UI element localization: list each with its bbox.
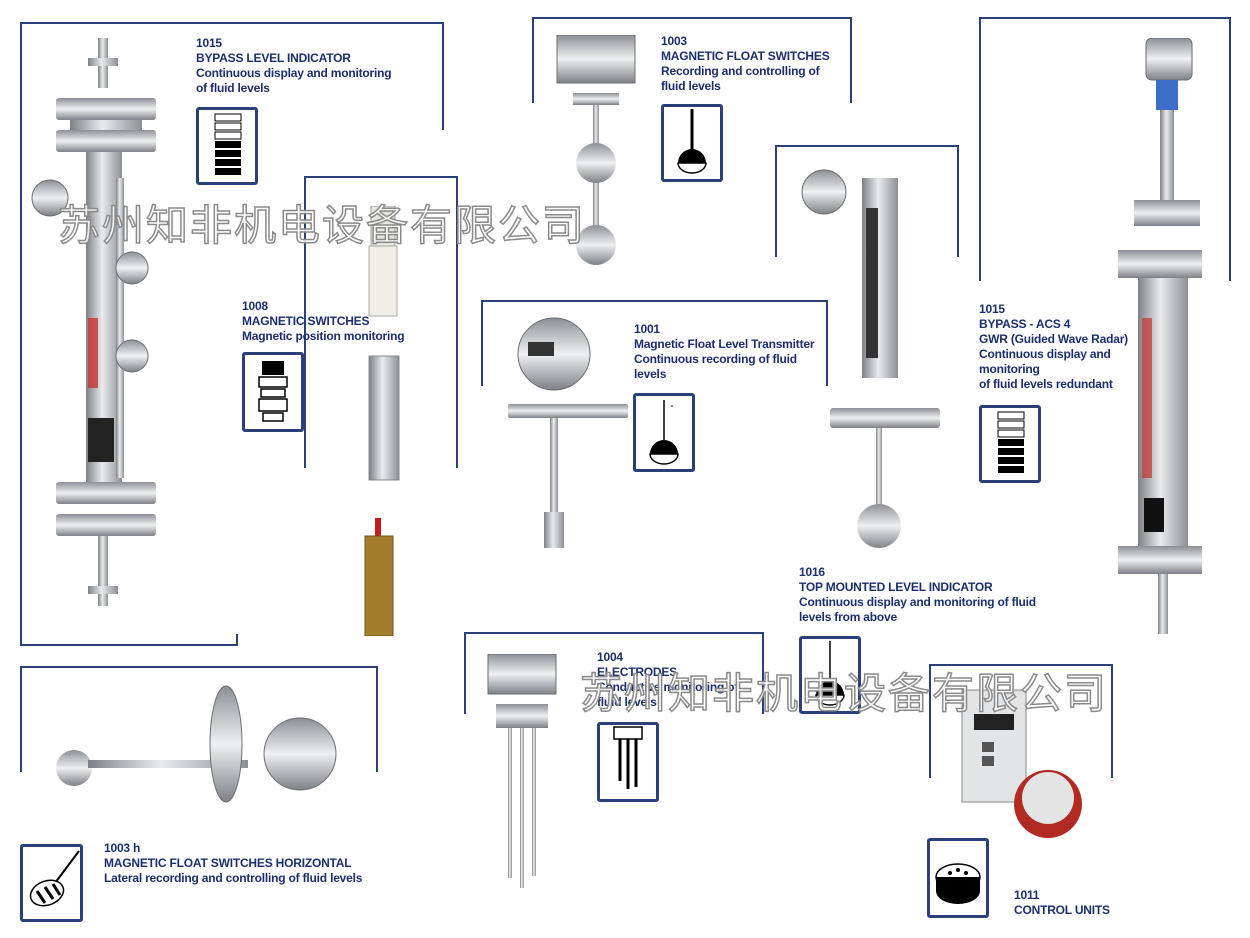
magnetic-float-switches-image (556, 35, 636, 265)
product-title: MAGNETIC SWITCHES (242, 314, 370, 328)
frame-1016 (775, 145, 959, 257)
product-title: BYPASS LEVEL INDICATOR (196, 51, 351, 65)
product-code: 1016 (799, 565, 825, 579)
label-1015-acs: 1015 BYPASS - ACS 4 GWR (Guided Wave Rad… (979, 302, 1128, 392)
product-code: 1001 (634, 322, 660, 336)
label-1008: 1008 MAGNETIC SWITCHES Magnetic position… (242, 299, 405, 344)
horizontal-float-switch-image (56, 685, 337, 803)
frame-1003 (532, 17, 852, 103)
horizontal-float-icon (20, 844, 83, 922)
bypass-level-indicator-image (31, 38, 156, 606)
product-title: MAGNETIC FLOAT SWITCHES HORIZONTAL (104, 856, 352, 870)
product-code: 1011 (1014, 888, 1040, 902)
bypass-acs4-image (1118, 38, 1202, 634)
watermark: 苏州知非机电设备有限公司 (57, 200, 587, 251)
top-mounted-indicator-image (801, 169, 940, 548)
product-desc: Magnetic position monitoring (242, 329, 405, 343)
product-subtitle: GWR (Guided Wave Radar) (979, 332, 1128, 346)
label-1015-bypass: 1015 BYPASS LEVEL INDICATOR Continuous d… (196, 36, 392, 96)
level-bars-icon (196, 107, 258, 185)
product-desc: levels from above (799, 610, 897, 624)
frame-1015-bypass-left (20, 22, 22, 642)
watermark: 苏州知非机电设备有限公司 (579, 668, 1109, 719)
product-desc: Continuous recording of fluid (634, 352, 797, 366)
level-bars-icon (979, 405, 1041, 483)
product-code: 1015 (979, 302, 1005, 316)
product-desc: Recording and controlling of (661, 64, 820, 78)
frame-1011 (929, 664, 1113, 778)
product-desc: Continuous display and monitoring of flu… (799, 595, 1036, 609)
product-desc: of fluid levels (196, 81, 270, 95)
product-code: 1008 (242, 299, 268, 313)
product-desc: of fluid levels redundant (979, 377, 1113, 391)
magnetic-switch-icon (242, 352, 304, 432)
product-desc: Continuous display and (979, 347, 1111, 361)
product-title: BYPASS - ACS 4 (979, 317, 1071, 331)
electrodes-image (487, 654, 557, 888)
product-desc: Conductive monitoring of (597, 680, 739, 694)
product-code: 1015 (196, 36, 222, 50)
product-desc: Lateral recording and controlling of flu… (104, 871, 363, 885)
frame-1015-bypass (20, 22, 444, 130)
product-code: 1003 (661, 34, 687, 48)
label-1004: 1004 ELECTRODES Conductive monitoring of… (597, 650, 738, 710)
product-desc: fluid levels (597, 695, 657, 709)
magnetic-float-transmitter-image (508, 317, 628, 548)
product-desc: Continuous display and monitoring (196, 66, 392, 80)
frame-1003h (20, 666, 378, 772)
product-title: MAGNETIC FLOAT SWITCHES (661, 49, 830, 63)
float-switch-icon (661, 104, 723, 182)
top-mounted-float-icon (799, 636, 861, 714)
frame-1015-acs (979, 17, 1231, 281)
frame-1004 (464, 632, 764, 714)
label-1016: 1016 TOP MOUNTED LEVEL INDICATOR Continu… (799, 565, 1036, 625)
product-title: CONTROL UNITS (1014, 903, 1110, 917)
control-unit-icon (927, 838, 989, 918)
electrodes-icon (597, 722, 659, 802)
frame-1001 (481, 300, 828, 386)
label-1003: 1003 MAGNETIC FLOAT SWITCHES Recording a… (661, 34, 830, 94)
frame-1015-bypass-bottom (20, 634, 238, 646)
product-desc: fluid levels (661, 79, 721, 93)
product-title: ELECTRODES (597, 665, 678, 679)
product-desc: monitoring (979, 362, 1040, 376)
label-1001: 1001 Magnetic Float Level Transmitter Co… (634, 322, 815, 382)
product-title: TOP MOUNTED LEVEL INDICATOR (799, 580, 993, 594)
product-code: 1003 h (104, 841, 141, 855)
product-desc: levels (634, 367, 667, 381)
product-title: Magnetic Float Level Transmitter (634, 337, 815, 351)
magnetic-switches-image (364, 206, 400, 636)
label-1003h: 1003 h MAGNETIC FLOAT SWITCHES HORIZONTA… (104, 841, 362, 886)
frame-1008 (304, 176, 458, 468)
float-transmitter-icon (633, 393, 695, 472)
product-code: 1004 (597, 650, 623, 664)
label-1011: 1011 CONTROL UNITS (1014, 888, 1110, 918)
control-units-image (961, 689, 1082, 838)
